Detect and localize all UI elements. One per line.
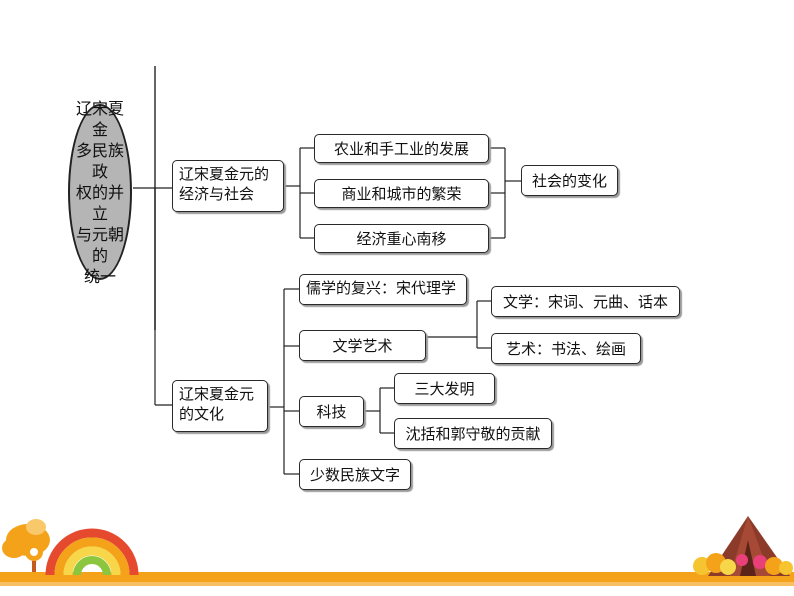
culture-item-confucianism: 儒学的复兴：宋代理学 [299, 274, 467, 305]
bush-icon [693, 553, 793, 575]
literature-sub-literature: 文学：宋词、元曲、话本 [491, 286, 680, 317]
culture-item-ethnic-scripts: 少数民族文字 [299, 459, 411, 490]
science-sub-inventions: 三大发明 [394, 373, 495, 404]
economy-item-agriculture: 农业和手工业的发展 [314, 134, 489, 163]
rainbow-icon [45, 528, 139, 576]
culture-item-science: 科技 [299, 396, 364, 427]
culture-item-literature-art: 文学艺术 [299, 330, 426, 361]
culture-branch-node: 辽宋夏金元 的文化 [172, 380, 268, 432]
literature-sub-art: 艺术：书法、绘画 [491, 333, 641, 364]
main-topic-node: 辽宋夏金 多民族政 权的并立 与元朝的 统一 [68, 99, 132, 286]
tree-icon [25, 543, 43, 572]
economy-item-commerce: 商业和城市的繁荣 [314, 179, 489, 208]
economy-item-shift-south: 经济重心南移 [314, 224, 489, 253]
economy-result-node: 社会的变化 [521, 165, 618, 196]
science-sub-contributions: 沈括和郭守敬的贡献 [394, 418, 552, 449]
economy-branch-node: 辽宋夏金元的 经济与社会 [172, 160, 284, 212]
